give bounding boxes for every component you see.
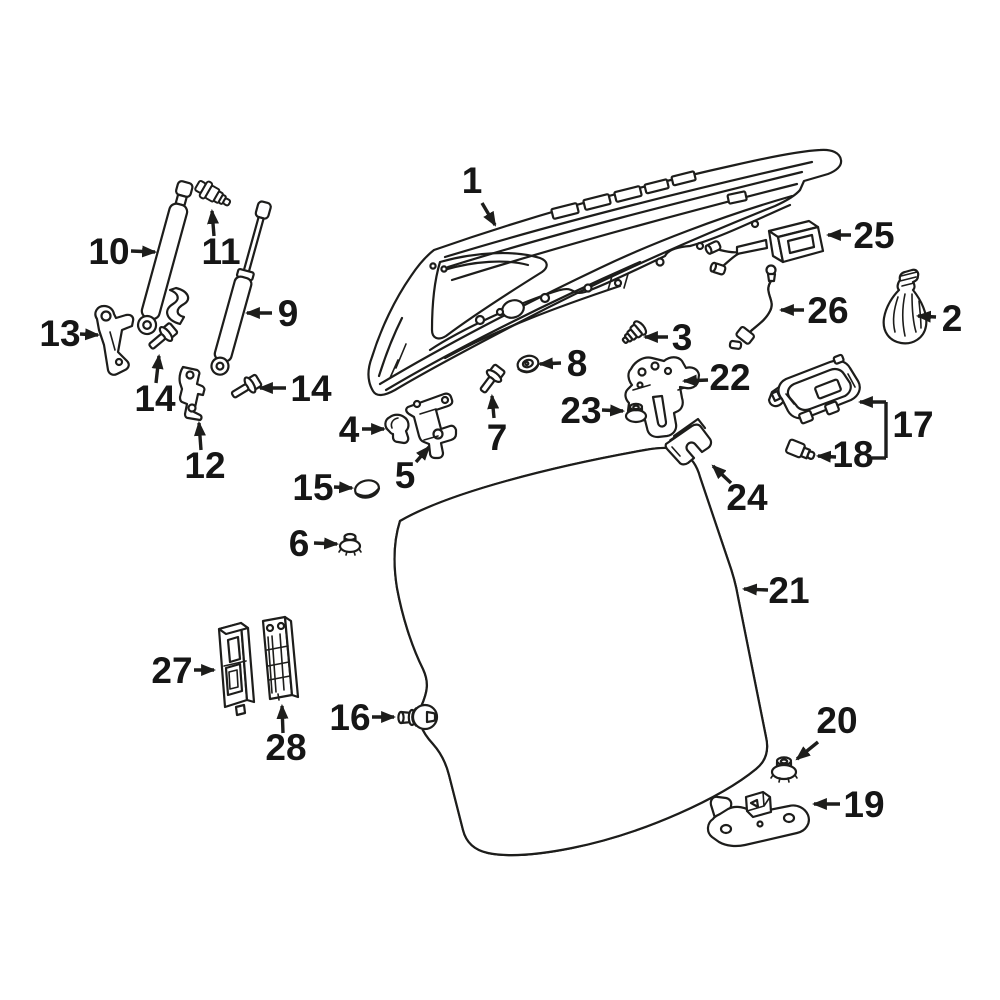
callout-11[interactable]: 11	[201, 208, 241, 272]
callout-25-label[interactable]: 25	[853, 215, 894, 256]
callout-6[interactable]: 6	[289, 523, 340, 564]
callout-14-right-label[interactable]: 14	[290, 368, 332, 409]
part-15-plug-cap	[354, 479, 381, 499]
callout-4[interactable]: 4	[339, 409, 387, 450]
callout-8[interactable]: 8	[537, 343, 588, 384]
callout-20-label[interactable]: 20	[816, 700, 857, 741]
callout-13[interactable]: 13	[39, 313, 101, 354]
callout-24-label[interactable]: 24	[726, 477, 768, 518]
callout-2-label[interactable]: 2	[942, 298, 963, 339]
callout-14-left[interactable]: 14	[134, 353, 176, 419]
callout-21[interactable]: 21	[741, 570, 810, 611]
callout-19[interactable]: 19	[811, 784, 885, 825]
callout-16-label[interactable]: 16	[329, 697, 370, 738]
callout-17-label[interactable]: 17	[892, 404, 933, 445]
part-28-cover-bracket	[261, 615, 300, 701]
part-25-release-switch	[704, 219, 825, 276]
callouts: 1 2 3 4 5 6 7 8	[39, 160, 962, 825]
callout-10[interactable]: 10	[88, 231, 158, 272]
callout-22-label[interactable]: 22	[709, 357, 750, 398]
part-2-rubber-boot	[882, 268, 928, 345]
part-4-clip	[384, 413, 410, 445]
part-17-handle-assembly	[767, 353, 861, 425]
part-5-hinge-bracket	[405, 392, 458, 460]
part-16-plug	[397, 703, 439, 731]
callout-16[interactable]: 16	[329, 697, 397, 738]
callout-14-right[interactable]: 14	[257, 368, 332, 409]
callout-24[interactable]: 24	[711, 464, 768, 518]
part-24-guide-wedge	[664, 417, 713, 466]
callout-22[interactable]: 22	[681, 357, 751, 398]
callout-7[interactable]: 7	[487, 393, 508, 458]
part-19-striker-plate	[706, 790, 810, 848]
callout-3-label[interactable]: 3	[672, 317, 693, 358]
callout-23-label[interactable]: 23	[560, 390, 601, 431]
part-20-nut	[770, 756, 798, 783]
callout-18[interactable]: 18	[815, 434, 874, 475]
part-11-ball-stud-highlighted[interactable]	[193, 177, 234, 211]
callout-9[interactable]: 9	[244, 293, 299, 334]
callout-1-label[interactable]: 1	[462, 160, 483, 201]
part-10-lift-support-left	[136, 180, 194, 336]
callout-14-left-label[interactable]: 14	[134, 378, 176, 419]
callout-12[interactable]: 12	[184, 420, 226, 486]
part-7-bolt	[479, 363, 506, 394]
callout-4-label[interactable]: 4	[339, 409, 360, 450]
callout-25[interactable]: 25	[825, 215, 895, 256]
callout-9-label[interactable]: 9	[278, 293, 299, 334]
part-13-bracket	[94, 304, 135, 376]
callout-1[interactable]: 1	[462, 160, 497, 227]
callout-10-label[interactable]: 10	[88, 231, 129, 272]
part-14-bolt-right	[230, 373, 263, 399]
callout-8-label[interactable]: 8	[567, 343, 588, 384]
callout-19-label[interactable]: 19	[843, 784, 884, 825]
callout-28[interactable]: 28	[265, 703, 307, 768]
part-6-push-nut	[338, 532, 362, 556]
part-21-weatherstrip-seal	[393, 446, 769, 857]
callout-18-label[interactable]: 18	[832, 434, 873, 475]
part-9-lift-support-right	[210, 200, 272, 376]
callout-11-label[interactable]: 11	[201, 231, 240, 272]
callout-5[interactable]: 5	[395, 445, 431, 496]
part-12-bracket	[178, 365, 206, 422]
part-1-liftgate-panel	[367, 148, 843, 397]
callout-27[interactable]: 27	[151, 650, 217, 691]
callout-5-label[interactable]: 5	[395, 455, 416, 496]
callout-15[interactable]: 15	[292, 467, 355, 508]
callout-12-label[interactable]: 12	[184, 445, 225, 486]
callout-17[interactable]: 17	[857, 396, 934, 460]
part-14-bolt-left	[148, 322, 179, 350]
callout-26-label[interactable]: 26	[807, 290, 848, 331]
callout-20[interactable]: 20	[795, 700, 858, 761]
callout-28-label[interactable]: 28	[265, 727, 306, 768]
callout-13-label[interactable]: 13	[39, 313, 80, 354]
part-18-switch	[785, 438, 816, 460]
callout-23[interactable]: 23	[560, 390, 626, 431]
callout-15-label[interactable]: 15	[292, 467, 333, 508]
part-23-nut	[624, 402, 648, 424]
callout-27-label[interactable]: 27	[151, 650, 192, 691]
callout-7-label[interactable]: 7	[487, 417, 508, 458]
callout-3[interactable]: 3	[642, 317, 693, 358]
callout-6-label[interactable]: 6	[289, 523, 310, 564]
part-27-striker-cover	[217, 621, 256, 717]
part-11-shape[interactable]	[193, 177, 234, 211]
callout-26[interactable]: 26	[778, 290, 849, 331]
part-26-hose	[728, 264, 777, 350]
callout-21-label[interactable]: 21	[768, 570, 809, 611]
callout-2[interactable]: 2	[915, 298, 963, 339]
